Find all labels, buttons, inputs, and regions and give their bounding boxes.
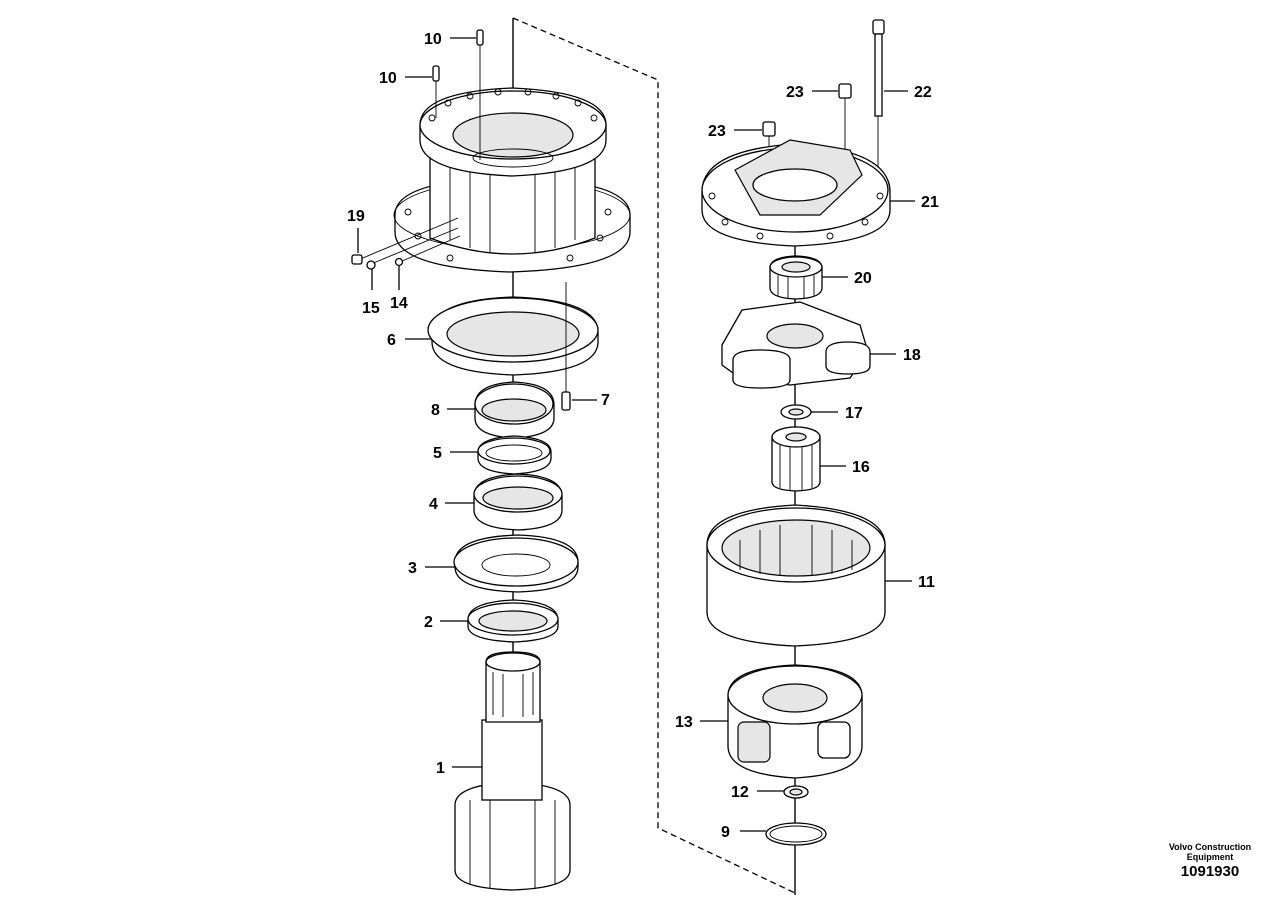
- ring-2-part: [467, 599, 559, 643]
- bearing-4-part: [473, 473, 563, 531]
- ring-gear-11-part: [706, 504, 886, 647]
- callout-6: 6: [387, 332, 396, 349]
- callout-14: 14: [390, 295, 408, 312]
- callout-1: 1: [436, 760, 445, 777]
- callout-23-upper: 23: [786, 84, 804, 101]
- callout-7: 7: [601, 392, 610, 409]
- bolt-22-part: [872, 19, 885, 175]
- brand-block: Volvo Construction Equipment 1091930: [1160, 842, 1260, 882]
- ring-5-part: [477, 435, 552, 475]
- callout-13: 13: [675, 714, 693, 731]
- callout-21: 21: [921, 194, 939, 211]
- washer-12-part: [783, 785, 809, 799]
- plug-parts: [351, 217, 461, 270]
- callout-19: 19: [347, 208, 365, 225]
- callout-10-upper: 10: [424, 31, 442, 48]
- shaft-1-part: [454, 651, 571, 891]
- drawing-number: 1091930: [1180, 863, 1240, 880]
- callout-numbers: 10 10 19 15 14 6 7 8 5 4 3 2 1 23 23 22 …: [347, 31, 939, 841]
- callout-17: 17: [845, 405, 863, 422]
- callout-11: 11: [918, 574, 935, 591]
- callout-22: 22: [914, 84, 932, 101]
- snap-ring-9-part: [765, 822, 827, 846]
- callout-leaders: [357, 37, 915, 832]
- company-name: Volvo Construction Equipment: [1168, 842, 1252, 862]
- cover-21-part: [701, 139, 891, 247]
- callout-23-lower: 23: [708, 123, 726, 140]
- callout-15: 15: [362, 300, 380, 317]
- callout-9: 9: [721, 824, 730, 841]
- callout-3: 3: [408, 560, 417, 577]
- bolt-7-part: [561, 282, 571, 411]
- callout-12: 12: [731, 784, 749, 801]
- callout-10-lower: 10: [379, 70, 397, 87]
- carrier-18-part: [721, 301, 871, 389]
- ring-6-part: [427, 296, 599, 376]
- carrier-13-part: [727, 664, 863, 779]
- callout-18: 18: [903, 347, 921, 364]
- gear-20-part: [769, 255, 823, 300]
- callout-2: 2: [424, 614, 433, 631]
- callout-5: 5: [433, 445, 442, 462]
- gear-16-part: [771, 426, 821, 492]
- pin-10-parts: [432, 29, 484, 160]
- callout-16: 16: [852, 459, 870, 476]
- washer-17-part: [780, 404, 812, 420]
- bearing-8-part: [474, 381, 555, 439]
- callout-8: 8: [431, 402, 440, 419]
- callout-4: 4: [429, 496, 438, 513]
- washer-3-part: [453, 534, 579, 593]
- housing-part: [393, 87, 631, 273]
- callout-20: 20: [854, 270, 872, 287]
